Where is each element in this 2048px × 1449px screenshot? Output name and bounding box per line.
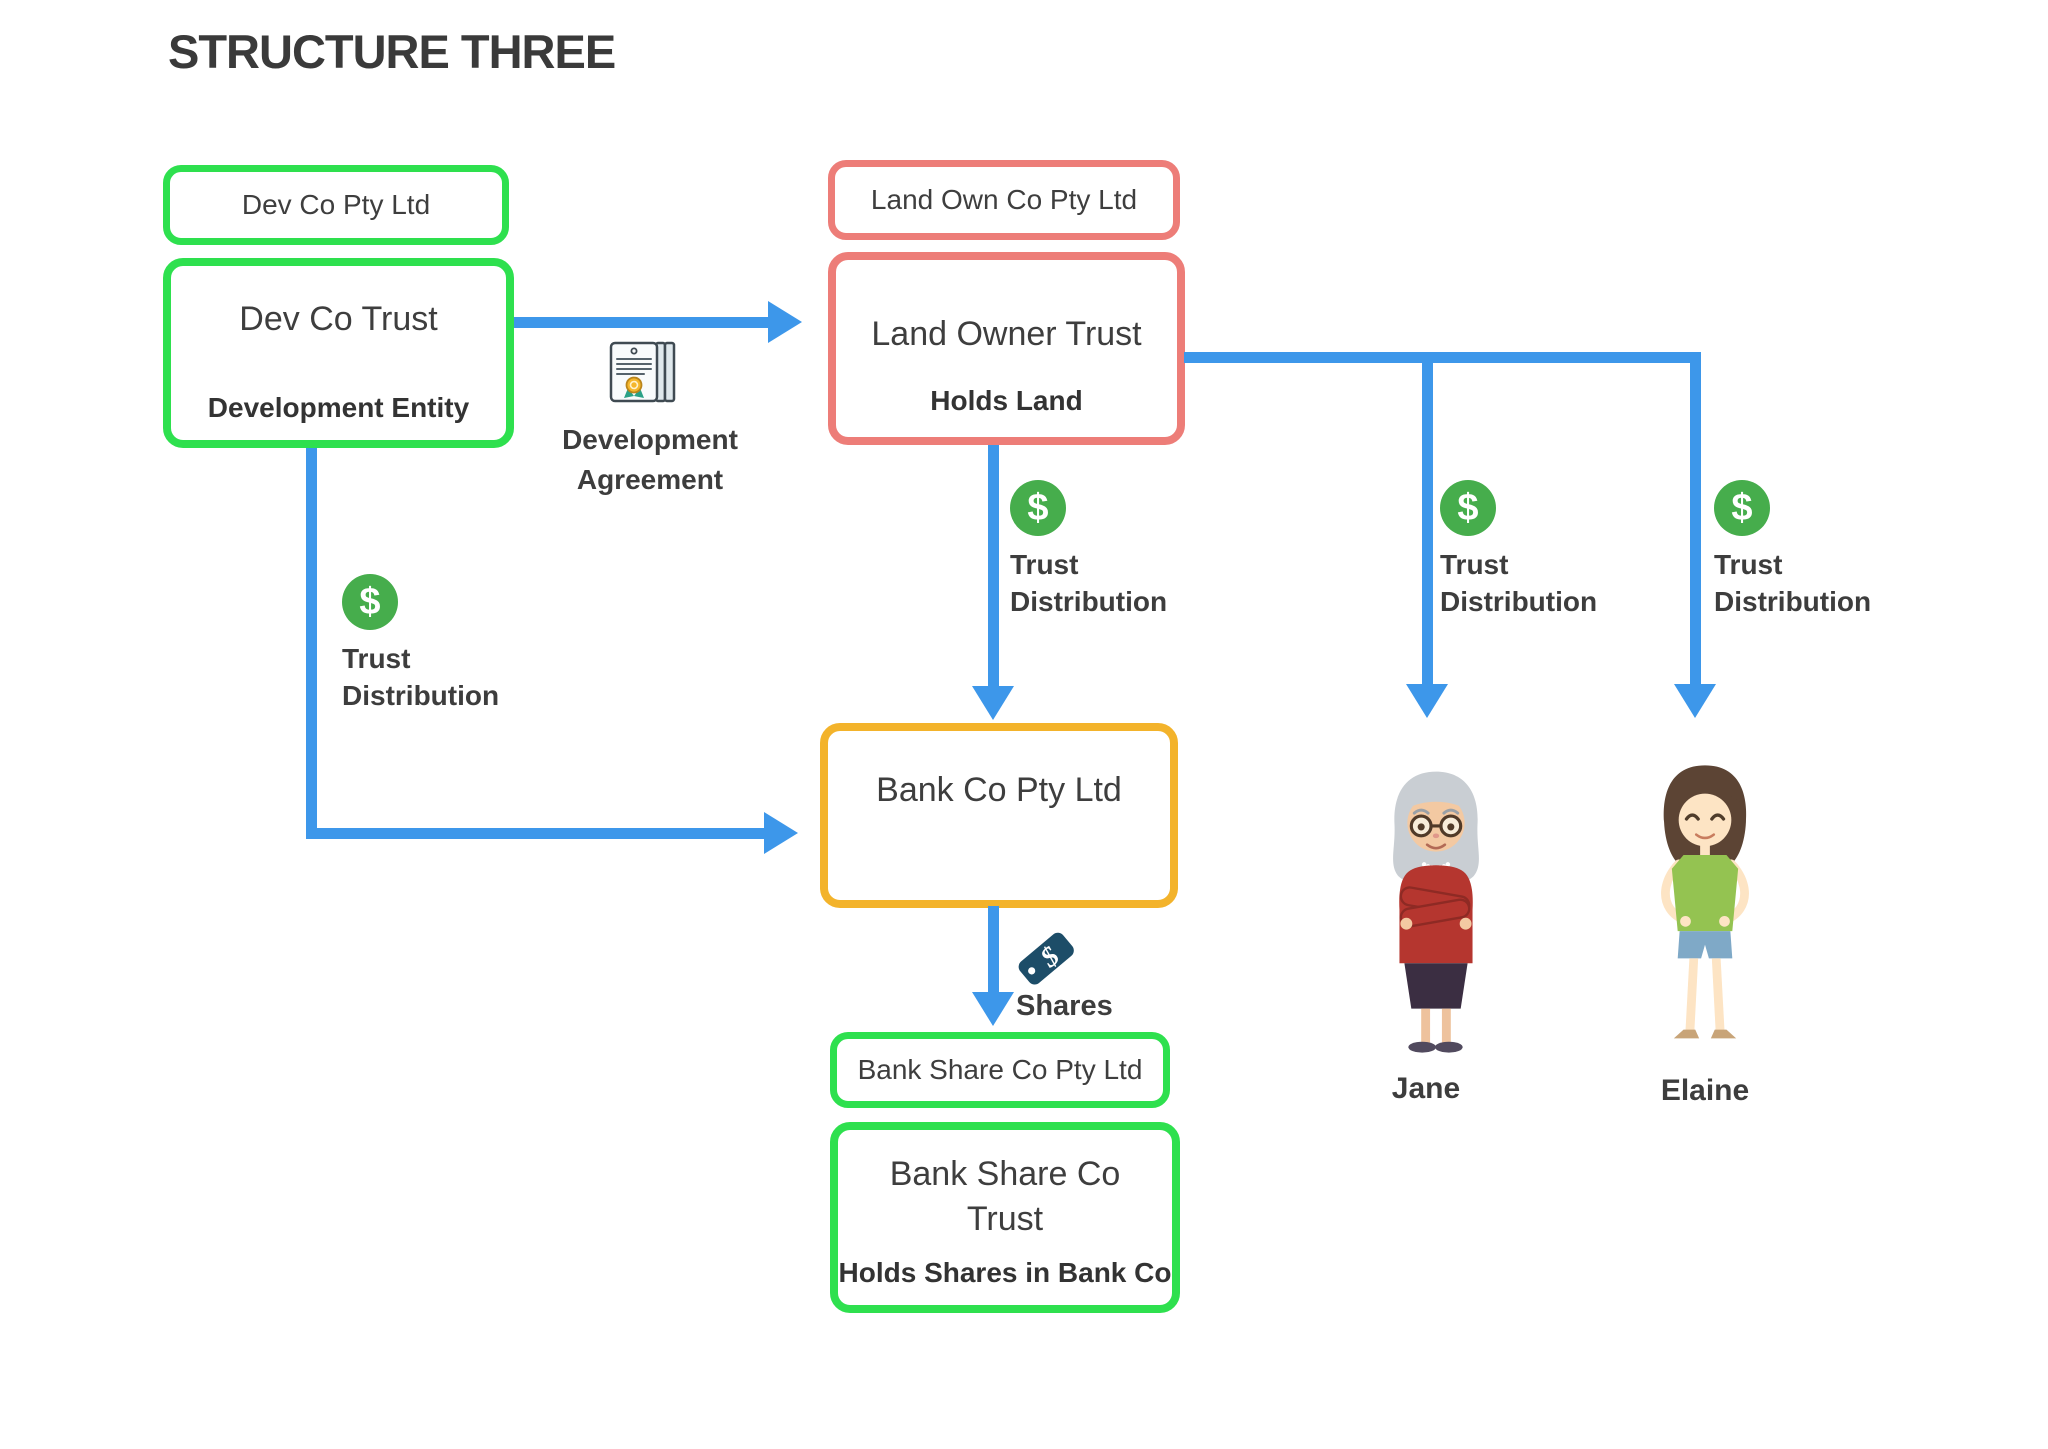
box-bank-co-pty-ltd: Bank Co Pty Ltd bbox=[820, 723, 1178, 908]
box-dev-co-trust: Dev Co Trust Development Entity bbox=[163, 258, 514, 448]
box-bank-share-co-trust: Bank Share Co Trust Holds Shares in Bank… bbox=[830, 1122, 1180, 1313]
shares-label: Shares bbox=[1016, 990, 1113, 1022]
arrowhead-right-icon bbox=[764, 812, 798, 854]
dollar-icon: $ bbox=[342, 574, 398, 630]
bank-share-trust-title-line2: Trust bbox=[966, 1200, 1044, 1238]
dev-co-pty-label: Dev Co Pty Ltd bbox=[241, 189, 431, 220]
arrowhead-down-icon bbox=[972, 686, 1014, 720]
dev-co-trust-title: Dev Co Trust bbox=[239, 300, 438, 338]
dollar-icon: $ bbox=[1714, 480, 1770, 536]
bank-co-title: Bank Co Pty Ltd bbox=[876, 771, 1122, 809]
arrowhead-down-icon bbox=[1674, 684, 1716, 718]
development-agreement-label: Development Agreement bbox=[562, 424, 738, 495]
bank-share-trust-subtitle: Holds Shares in Bank Co bbox=[838, 1257, 1172, 1288]
land-owner-trust-title: Land Owner Trust bbox=[871, 315, 1142, 353]
trust-distribution-label-jane: Trust Distribution bbox=[1440, 549, 1598, 617]
elaine-name-label: Elaine bbox=[1660, 1074, 1750, 1107]
arrowhead-down-icon bbox=[1406, 684, 1448, 718]
bank-share-trust-title-line1: Bank Share Co bbox=[889, 1155, 1121, 1193]
trust-distribution-label-left: Trust Distribution bbox=[342, 643, 500, 711]
land-owner-trust-subtitle: Holds Land bbox=[930, 385, 1083, 416]
dollar-icon: $ bbox=[1440, 480, 1496, 536]
dev-co-trust-subtitle: Development Entity bbox=[207, 392, 470, 423]
box-dev-co-pty-ltd: Dev Co Pty Ltd bbox=[163, 165, 509, 245]
elaine-figure bbox=[1661, 765, 1749, 1039]
trust-distribution-label-elaine: Trust Distribution bbox=[1714, 549, 1872, 617]
bank-share-co-pty-label: Bank Share Co Pty Ltd bbox=[857, 1054, 1143, 1085]
box-land-own-co-pty-ltd: Land Own Co Pty Ltd bbox=[828, 160, 1180, 240]
trust-distribution-label-middle: Trust Distribution bbox=[1010, 549, 1168, 617]
price-tag-icon: $ bbox=[1018, 932, 1074, 985]
box-land-owner-trust: Land Owner Trust Holds Land bbox=[828, 252, 1185, 445]
certificate-document-icon bbox=[609, 341, 676, 403]
arrowhead-right-icon bbox=[768, 301, 802, 343]
box-bank-share-co-pty-ltd: Bank Share Co Pty Ltd bbox=[830, 1032, 1170, 1108]
land-own-co-label: Land Own Co Pty Ltd bbox=[870, 184, 1138, 215]
jane-figure bbox=[1393, 771, 1479, 1053]
arrowhead-down-icon bbox=[972, 992, 1014, 1026]
dollar-icon: $ bbox=[1010, 480, 1066, 536]
page-title: STRUCTURE THREE bbox=[168, 25, 616, 78]
jane-name-label: Jane bbox=[1391, 1072, 1461, 1105]
